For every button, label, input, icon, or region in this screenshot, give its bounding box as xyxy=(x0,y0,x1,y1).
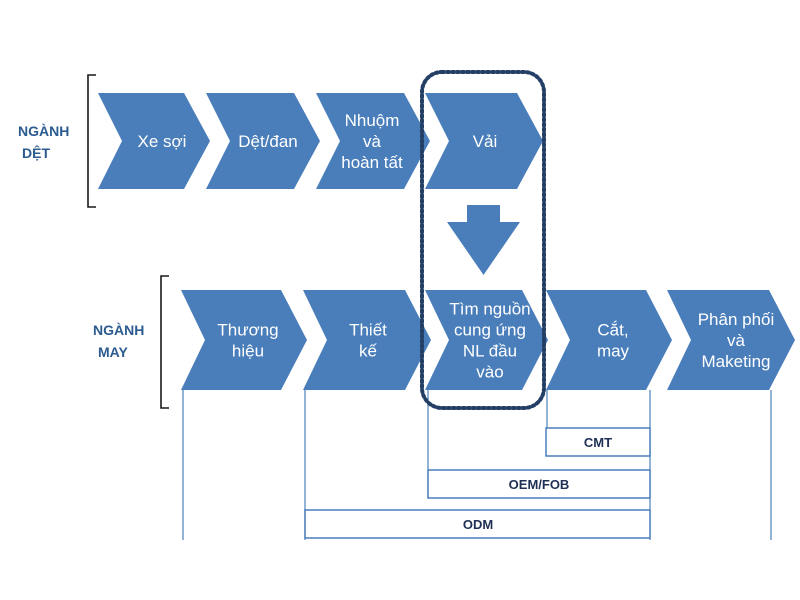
textile-step-3-text: Nhuộm xyxy=(345,111,400,130)
odm-bar xyxy=(304,509,651,539)
garment-step-3-text: vào xyxy=(476,363,503,382)
garment-step-3-text: Tìm nguồn xyxy=(449,300,530,319)
garment-step-2: Thiết kế xyxy=(303,290,431,390)
garment-step-5-text: Maketing xyxy=(702,352,771,371)
textile-step-1-text: Xe sợi xyxy=(138,132,187,151)
garment-step-4: Cắt, may xyxy=(546,290,672,390)
textile-step-1: Xe sợi xyxy=(98,93,210,189)
textile-step-4-shape xyxy=(425,93,543,189)
textile-chevron-row: Xe sợi Dệt/đan Nhuộm và hoàn tất Vải xyxy=(98,93,543,189)
textile-step-3-text: và xyxy=(363,132,382,151)
garment-step-4-shape xyxy=(546,290,672,390)
garment-step-3-text: NL đầu xyxy=(463,342,517,361)
textile-step-1-shape xyxy=(98,93,210,189)
garment-step-1-shape xyxy=(181,290,307,390)
textile-step-4: Vải xyxy=(425,93,543,189)
cmt-label: CMT xyxy=(584,435,612,450)
garment-step-3-text: cung ứng xyxy=(454,321,526,340)
garment-step-5-text: Phân phối xyxy=(698,310,775,329)
oem-bar xyxy=(427,469,651,499)
garment-label-line2: MAY xyxy=(98,344,128,360)
textile-step-2-text: Dệt/đan xyxy=(238,132,298,151)
textile-step-2: Dệt/đan xyxy=(206,93,320,189)
garment-step-4-text: Cắt, xyxy=(597,321,628,340)
garment-step-3: Tìm nguồn cung ứng NL đầu vào xyxy=(425,290,548,390)
garment-step-1-text: hiệu xyxy=(232,342,264,361)
garment-step-4-text: may xyxy=(597,342,630,361)
highlight-box xyxy=(420,70,546,410)
textile-step-4-text: Vải xyxy=(473,132,498,151)
garment-bracket xyxy=(160,275,169,409)
textile-step-3-shape xyxy=(316,93,430,189)
textile-label-line1: NGÀNH xyxy=(18,123,69,139)
down-arrow xyxy=(447,205,520,275)
cmt-bar xyxy=(545,427,651,457)
textile-step-3-text: hoàn tất xyxy=(341,153,403,172)
garment-step-5-text: và xyxy=(727,331,746,350)
oem-label: OEM/FOB xyxy=(509,477,570,492)
garment-step-5-shape xyxy=(667,290,795,390)
garment-chevron-row: Thương hiệu Thiết kế Tìm nguồn cung ứng NL đầu… xyxy=(181,290,795,390)
textile-step-3: Nhuộm và hoàn tất xyxy=(316,93,430,189)
garment-step-1-text: Thương xyxy=(217,321,278,340)
odm-label: ODM xyxy=(463,517,493,532)
textile-step-2-shape xyxy=(206,93,320,189)
garment-step-1: Thương hiệu xyxy=(181,290,307,390)
garment-label-line1: NGÀNH xyxy=(93,322,144,338)
garment-step-2-shape xyxy=(303,290,431,390)
textile-label-line2: DỆT xyxy=(22,144,50,161)
textile-bracket xyxy=(87,74,96,208)
garment-step-3-shape xyxy=(425,290,548,390)
garment-step-2-text: Thiết xyxy=(349,321,387,340)
garment-step-2-text: kế xyxy=(359,342,378,361)
